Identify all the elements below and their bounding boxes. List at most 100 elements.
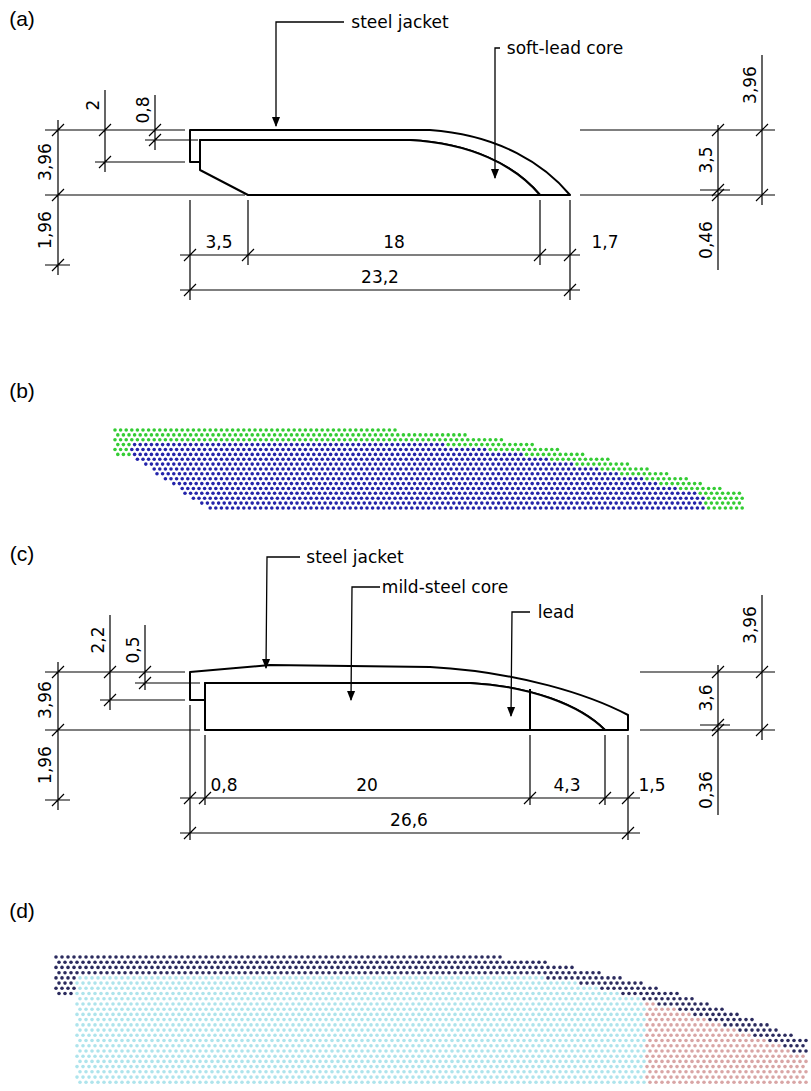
particle [396,501,400,505]
particle [390,966,394,970]
particle [600,506,604,510]
particle [378,966,382,970]
particle [463,472,467,476]
particle [290,482,294,486]
particle [533,477,537,481]
particle [323,472,327,476]
particle [374,433,378,437]
particle [519,482,523,486]
particle [276,496,280,500]
particle [446,482,450,486]
particle [231,960,235,964]
particle [420,976,424,980]
particle [531,981,535,985]
particle [648,492,652,496]
particle [284,433,288,437]
particle [284,472,288,476]
particle [222,482,226,486]
particle [258,955,262,959]
particle [162,955,166,959]
particle [556,487,560,491]
particle [399,467,403,471]
particle [362,462,366,466]
particle [438,976,442,980]
particle [155,472,159,476]
particle [295,433,299,437]
particle [348,955,352,959]
particle [460,496,464,500]
particle [472,467,476,471]
particle [561,457,565,461]
particle [164,467,168,471]
particle [270,976,274,980]
particle [222,966,226,970]
particle [620,472,624,476]
particle [676,492,680,496]
particle [402,453,406,457]
particle [334,453,338,457]
particle [480,453,484,457]
particle [458,443,462,447]
particle [472,438,476,442]
particle [183,472,187,476]
particle [93,960,97,964]
particle [416,477,420,481]
particle [253,496,257,500]
particle [75,960,79,964]
particle [159,960,163,964]
particle [544,457,548,461]
particle [550,496,554,500]
particle [250,433,254,437]
particle [637,482,641,486]
particle [539,477,543,481]
particle [225,960,229,964]
particle [544,448,548,452]
particle [558,966,562,970]
particle [609,981,613,985]
particle [326,438,330,442]
particle [543,960,547,964]
particle [138,976,142,980]
particle [225,477,229,481]
particle [326,448,330,452]
particle [376,448,380,452]
particle [420,966,424,970]
particle [362,492,366,496]
particle [452,433,456,437]
particle [194,472,198,476]
particle [435,472,439,476]
particle [393,960,397,964]
particle [315,467,319,471]
particle [239,501,243,505]
particle [570,501,574,505]
particle [210,976,214,980]
particle [222,492,226,496]
particle [256,492,260,496]
particle [152,428,156,432]
particle [320,496,324,500]
particle [297,971,301,975]
particle [114,966,118,970]
particle [366,955,370,959]
particle [564,966,568,970]
particle [623,487,627,491]
particle [514,492,518,496]
particle [472,487,476,491]
particle [404,487,408,491]
particle [141,448,145,452]
particle [192,976,196,980]
particle [382,448,386,452]
particle [168,955,172,959]
particle [469,453,473,457]
particle [197,487,201,491]
particle [388,457,392,461]
particle [413,501,417,505]
particle [194,443,198,447]
particle [438,506,442,510]
particle [578,467,582,471]
particle [483,438,487,442]
particle [354,457,358,461]
particle [234,955,238,959]
particle [264,496,268,500]
particle [519,462,523,466]
